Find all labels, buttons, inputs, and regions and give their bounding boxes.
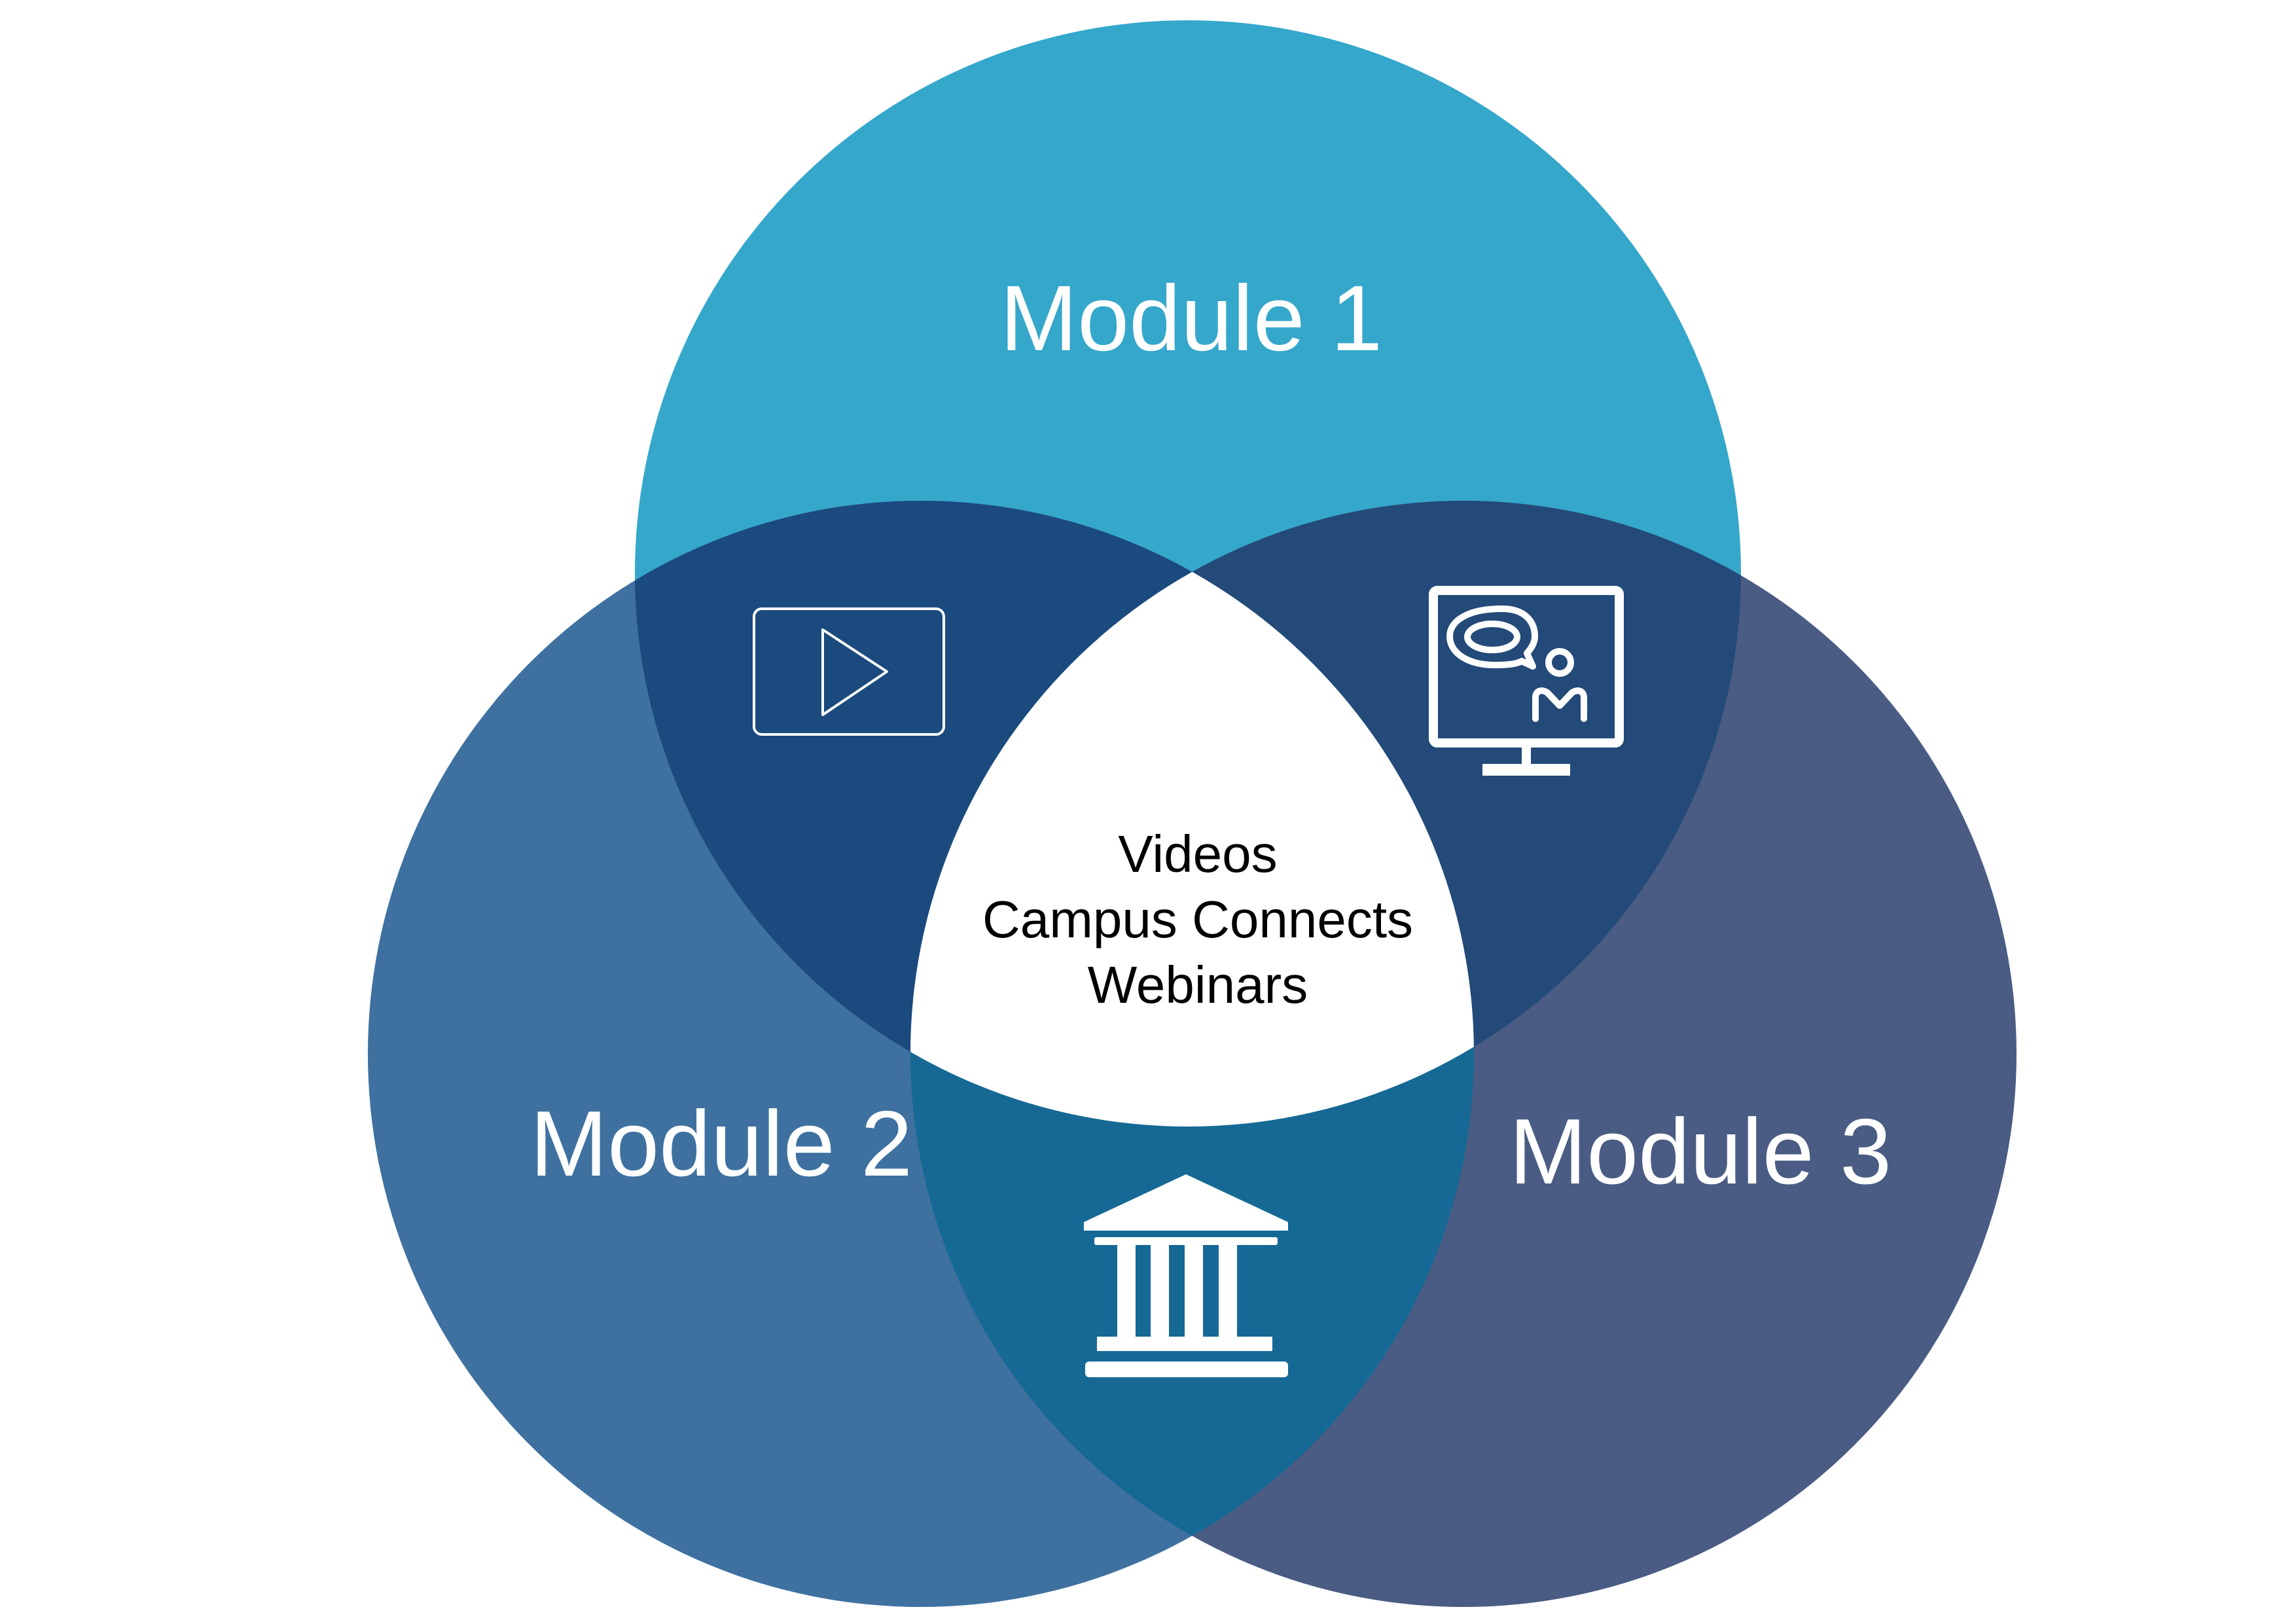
center-line-webinars: Webinars [1088, 956, 1308, 1014]
center-line-campus-connects: Campus Connects [982, 890, 1413, 948]
module-2-label: Module 2 [530, 1092, 912, 1196]
module-3-label: Module 3 [1509, 1100, 1892, 1204]
module-1-label: Module 1 [1000, 266, 1382, 370]
video-play-icon [753, 607, 945, 736]
webinar-monitor-icon [1429, 586, 1624, 776]
campus-building-icon [1084, 1174, 1288, 1377]
center-line-videos: Videos [1118, 825, 1277, 883]
